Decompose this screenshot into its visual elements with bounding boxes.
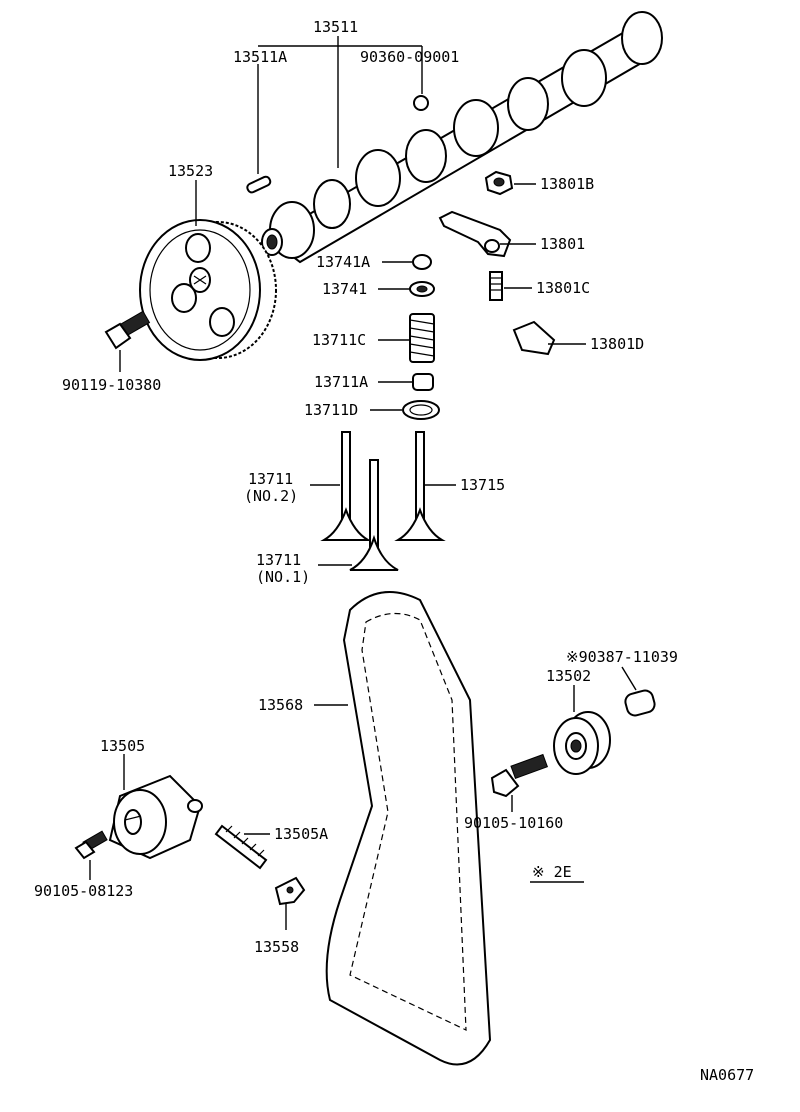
rocker-clip — [512, 320, 556, 356]
label-90105-10160: 90105-10160 — [464, 814, 563, 832]
label-2e-note: ※ 2E — [532, 863, 572, 881]
rocker-arm — [438, 210, 512, 258]
label-13523: 13523 — [168, 162, 213, 180]
intake-valve-no1 — [349, 459, 399, 571]
part-labels: 13511 13511A 90360-09001 13523 13801B 13… — [34, 18, 754, 1084]
camshaft — [261, 11, 663, 264]
label-13711-no1-sub: (NO.1) — [256, 568, 310, 586]
valve-washer — [402, 400, 440, 420]
label-13511a: 13511A — [233, 48, 287, 66]
valve-stem-seal — [412, 254, 432, 270]
label-13711-no1: 13711 — [256, 551, 301, 569]
leader-lines — [89, 36, 637, 930]
adjusting-nut — [484, 170, 514, 196]
pulley-bolt — [104, 310, 151, 350]
spring-bracket — [274, 876, 306, 906]
label-13511: 13511 — [313, 18, 358, 36]
idler-pulley — [553, 711, 611, 775]
label-13505a: 13505A — [274, 825, 328, 843]
dowel-pin — [246, 175, 272, 194]
diagram-code: NA0677 — [700, 1066, 754, 1084]
label-13801b: 13801B — [540, 175, 594, 193]
label-13505: 13505 — [100, 737, 145, 755]
timing-belt-tensioner — [108, 774, 203, 860]
label-13741a: 13741A — [316, 253, 370, 271]
label-90105-08123: 90105-08123 — [34, 882, 133, 900]
label-13801d: 13801D — [590, 335, 644, 353]
label-13568: 13568 — [258, 696, 303, 714]
timing-belt — [325, 591, 492, 1066]
label-13502: 13502 — [546, 667, 591, 685]
idler-bolt — [490, 753, 549, 798]
valve-spring-seat — [412, 373, 434, 391]
label-13711c: 13711C — [312, 331, 366, 349]
label-13715: 13715 — [460, 476, 505, 494]
valve-spring-retainer — [409, 281, 435, 297]
tension-spring — [214, 824, 268, 870]
label-13711d: 13711D — [304, 401, 358, 419]
label-13711-no2: 13711 — [248, 470, 293, 488]
camshaft-timing-pulley — [139, 219, 277, 361]
valve-spring — [409, 313, 435, 363]
label-13801: 13801 — [540, 235, 585, 253]
label-13558: 13558 — [254, 938, 299, 956]
label-13711a: 13711A — [314, 373, 368, 391]
ball — [413, 95, 429, 111]
exhaust-valve — [394, 431, 446, 541]
label-90387-11039: ※90387-11039 — [566, 648, 678, 666]
label-90119-10380: 90119-10380 — [62, 376, 161, 394]
label-13801c: 13801C — [536, 279, 590, 297]
adjusting-screw — [489, 271, 503, 301]
label-13711-no2-sub: (NO.2) — [244, 487, 298, 505]
intake-valve-no2 — [320, 431, 372, 541]
label-90360-09001: 90360-09001 — [360, 48, 459, 66]
label-13741: 13741 — [322, 280, 367, 298]
tensioner-bolt — [74, 830, 108, 860]
idler-collar — [624, 689, 656, 717]
